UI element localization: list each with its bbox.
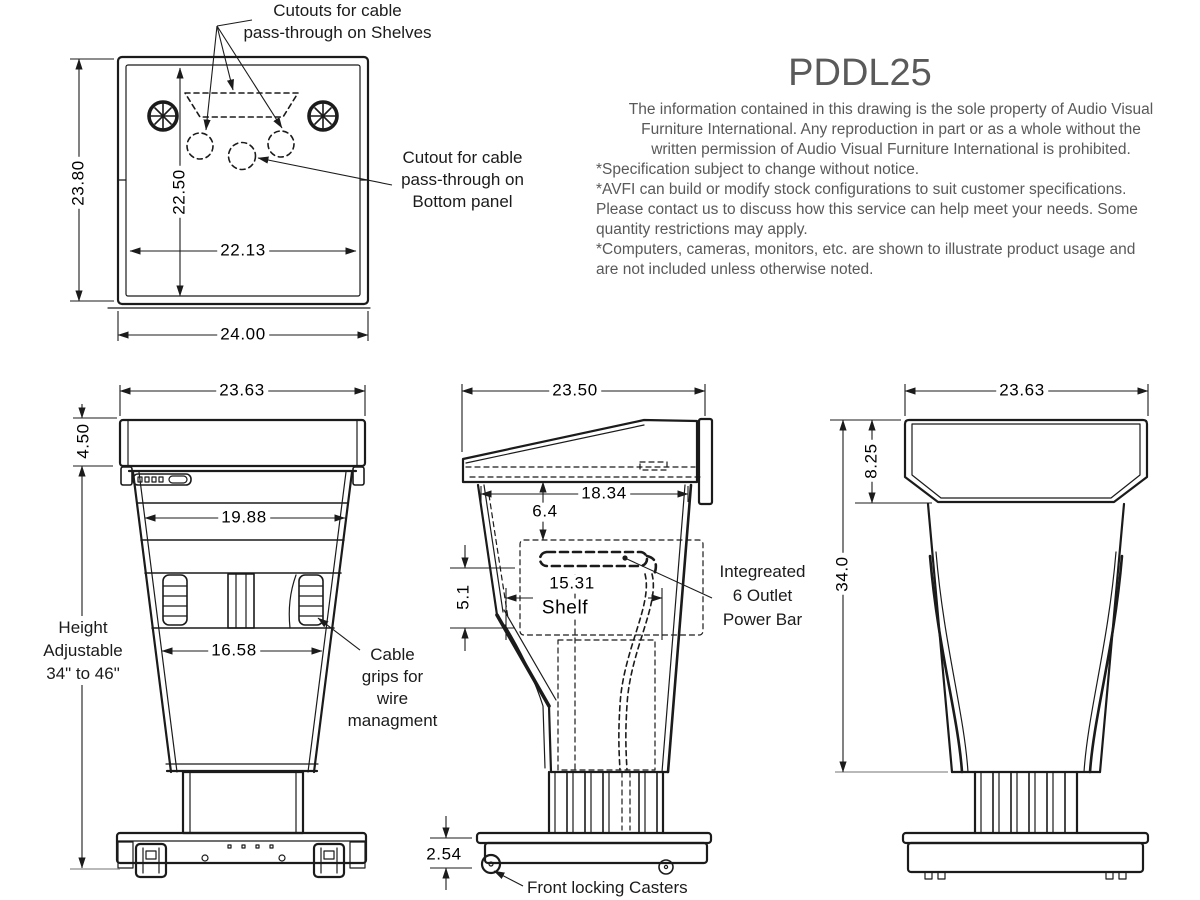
cable-grip-left-icon <box>162 574 188 626</box>
dim-top-inner-width: 22.13 <box>217 241 269 261</box>
dim-front-upper-width: 19.88 <box>218 508 270 528</box>
disclaimer-line: are not included unless otherwise noted. <box>596 261 874 278</box>
dim-rear-panel-height: 8.25 <box>862 440 882 482</box>
grommet-left-icon <box>147 100 179 132</box>
rear-column <box>973 770 1079 835</box>
side-column <box>547 770 665 835</box>
disclaimer-line: Please contact us to discuss how this se… <box>596 201 1138 218</box>
rear-base <box>901 831 1150 880</box>
top-view-linework <box>70 19 393 341</box>
cable-grip-right-icon <box>298 574 324 626</box>
disclaimer-block: The information contained in this drawin… <box>596 100 1186 280</box>
power-bar-dashed-icon <box>538 550 658 577</box>
height-adjustable-label: Height Adjustable 34" to 46" <box>18 616 148 685</box>
dim-side-shelf-drop: 6.4 <box>529 502 561 522</box>
power-bar-label: Integreated 6 Outlet Power Bar <box>719 562 806 629</box>
shelf-word-label: Shelf <box>538 598 592 620</box>
bottom-cutout-label: Cutout for cable pass-through on Bottom … <box>401 148 524 211</box>
disclaimer-line: *Computers, cameras, monitors, etc. are … <box>596 241 1136 258</box>
front-base <box>115 831 368 879</box>
dim-top-outer-height: 23.80 <box>69 157 89 209</box>
front-view-linework <box>70 385 368 879</box>
side-base <box>475 831 713 875</box>
dim-side-desk-depth: 18.34 <box>578 484 630 504</box>
dim-side-shelf-depth: 15.31 <box>546 574 598 594</box>
disclaimer-line: *Specification subject to change without… <box>596 161 920 178</box>
caster-side-front-icon <box>480 853 502 875</box>
side-view-linework <box>430 384 714 890</box>
disclaimer-line: quantity restrictions may apply. <box>596 221 808 238</box>
disclaimer-line: Furniture International. Any reproductio… <box>641 121 1141 138</box>
caster-side-rear-icon <box>658 859 674 875</box>
dim-top-inner-height: 22.50 <box>170 166 190 218</box>
cable-grips-label: Cable grips for wire managment <box>347 645 438 730</box>
dim-front-top-height: 4.50 <box>74 420 94 462</box>
disclaimer-line: The information contained in this drawin… <box>628 101 1154 118</box>
disclaimer-line: written permission of Audio Visual Furni… <box>651 141 1131 158</box>
power-strip-icon <box>132 473 192 486</box>
caster-front-right-icon <box>312 842 346 879</box>
dim-rear-top-width: 23.63 <box>996 381 1048 401</box>
page-title: PDDL25 <box>788 52 932 94</box>
dim-side-base-height: 2.54 <box>423 845 465 865</box>
dim-top-outer-width: 24.00 <box>217 325 269 345</box>
dim-side-front-drop: 5.1 <box>454 581 474 613</box>
shelf-cutouts-label: Cutouts for cable pass-through on Shelve… <box>243 1 432 42</box>
disclaimer-line: *AVFI can build or modify stock configur… <box>596 181 1127 198</box>
caster-front-left-icon <box>134 842 168 879</box>
dim-rear-body-height: 34.0 <box>833 553 853 595</box>
grommet-right-icon <box>307 100 339 132</box>
dim-front-top-width: 23.63 <box>216 381 268 401</box>
dim-front-lower-width: 16.58 <box>208 641 260 661</box>
casters-label: Front locking Casters <box>527 878 688 897</box>
dim-side-top-depth: 23.50 <box>549 381 601 401</box>
shelf-cutout-dashed <box>184 92 299 118</box>
